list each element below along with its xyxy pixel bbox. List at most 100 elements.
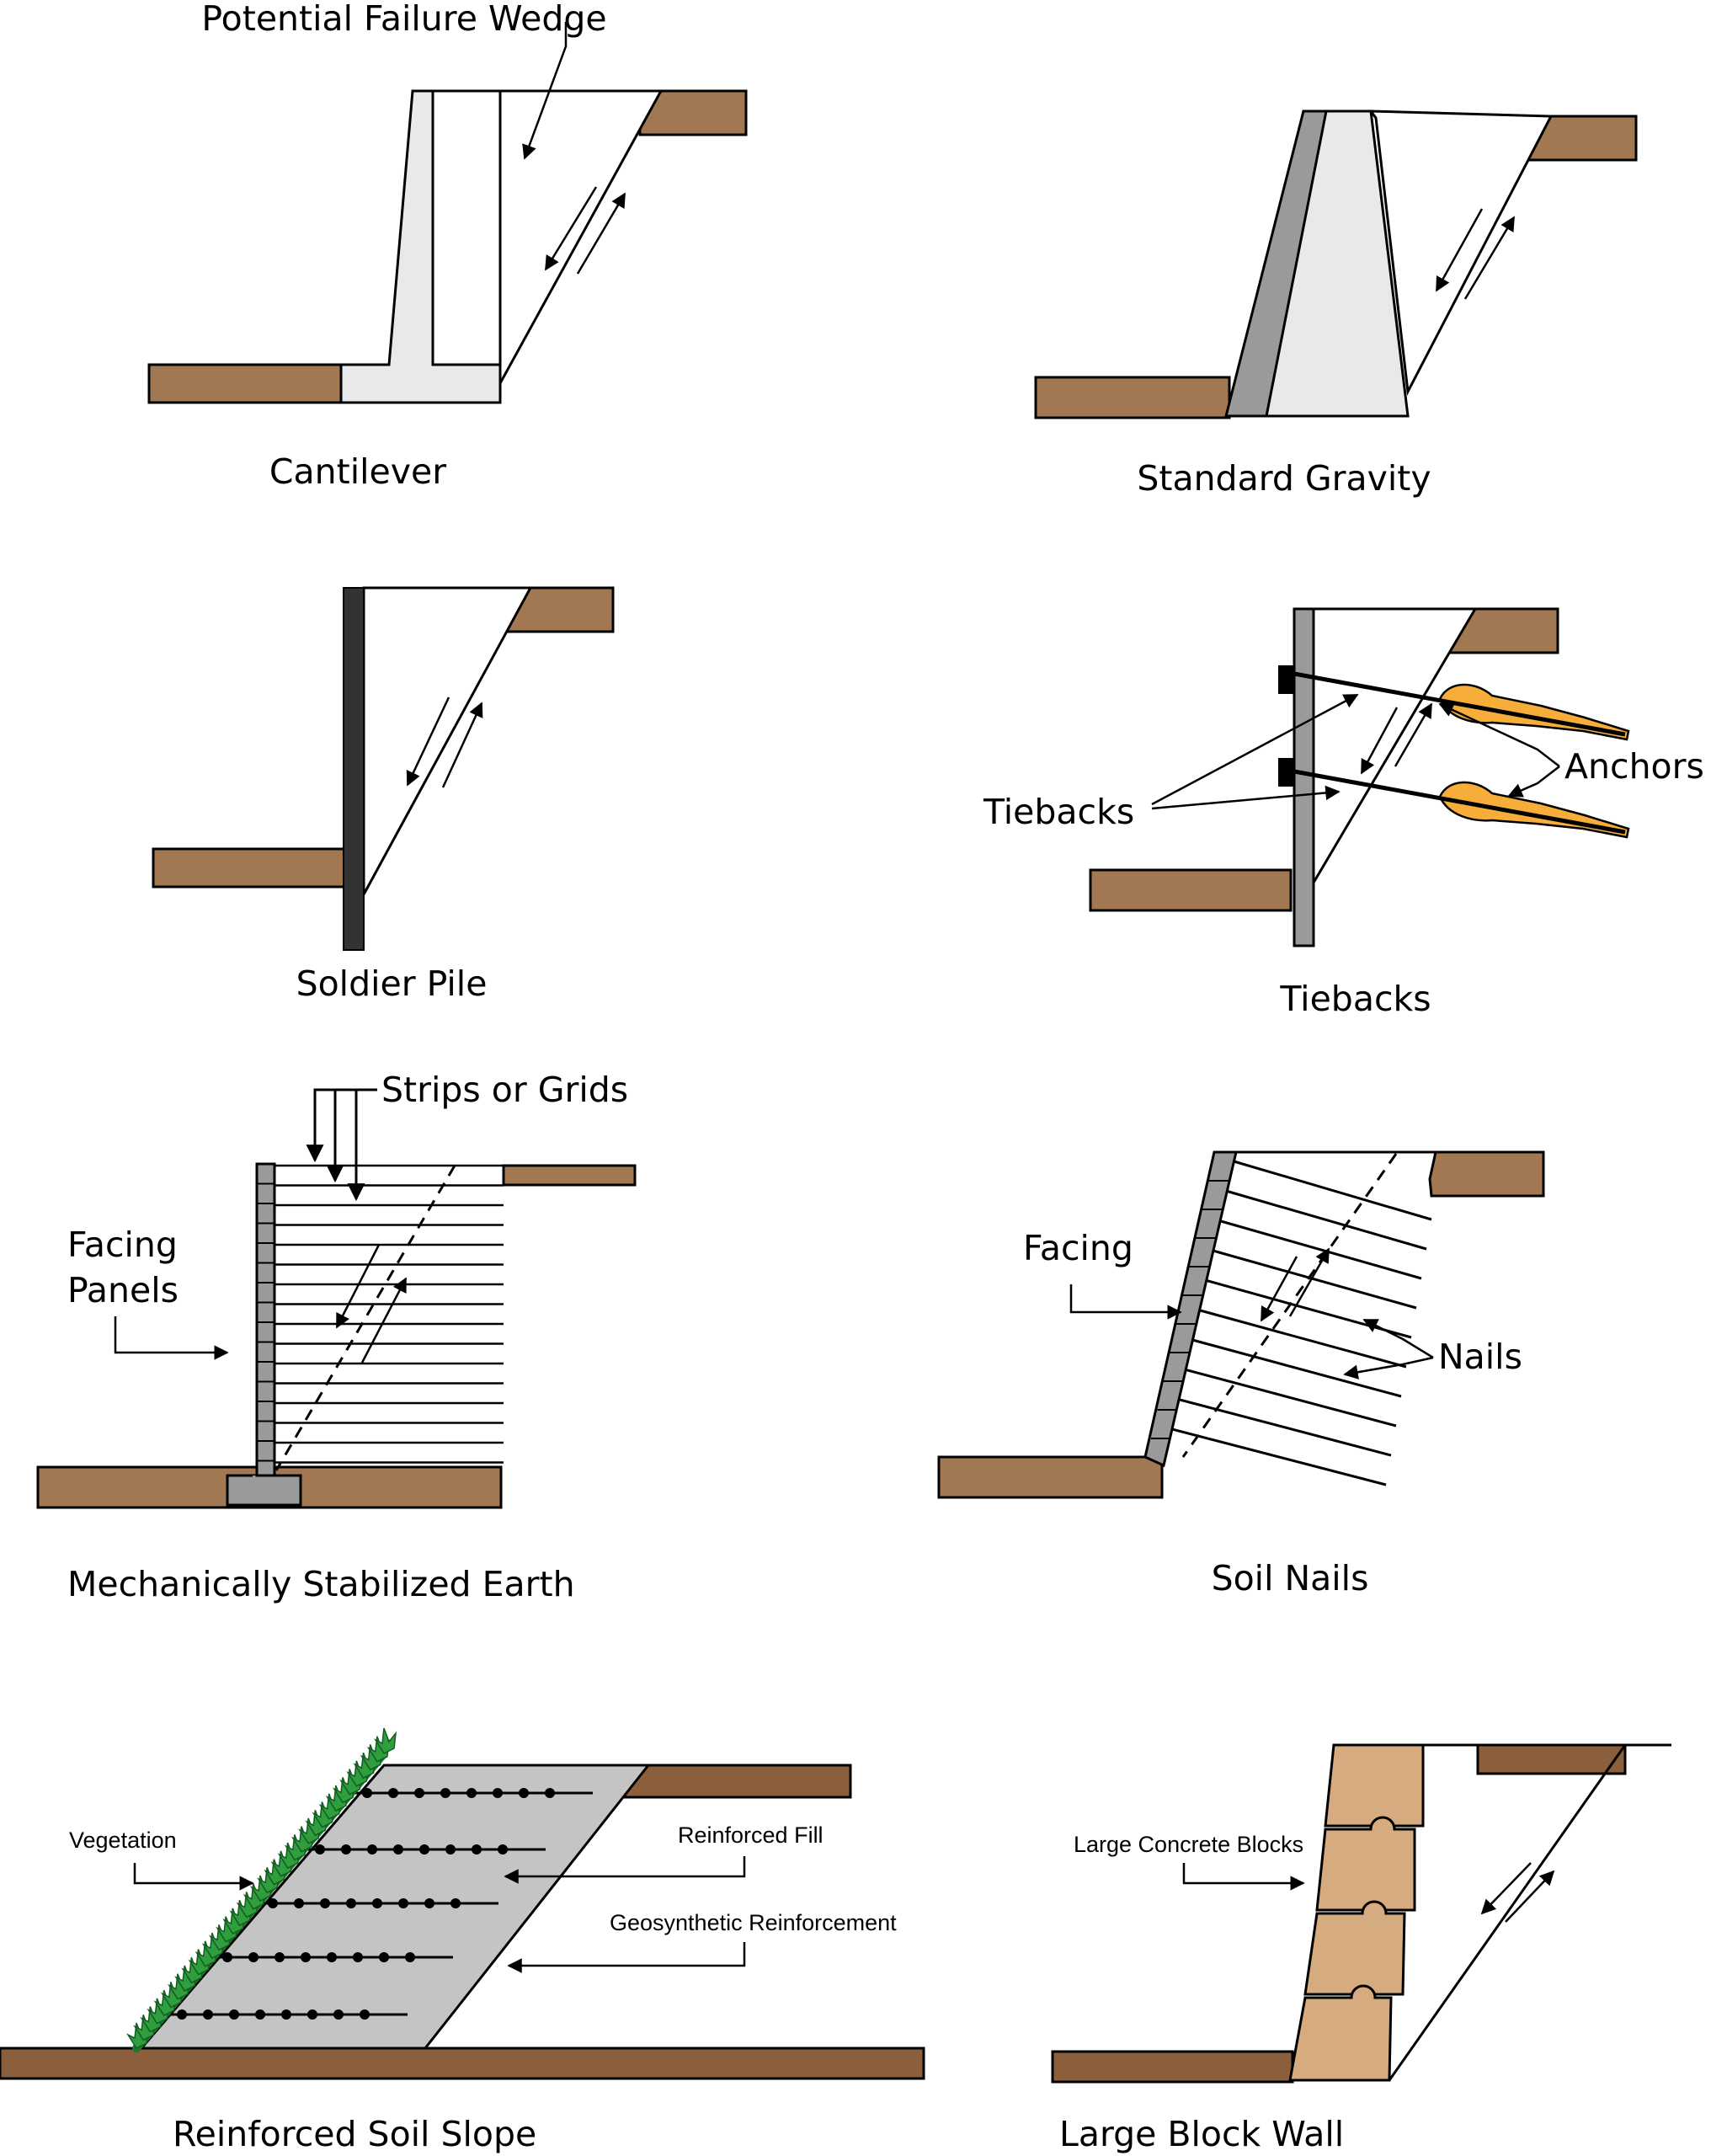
tieback-head-lower	[1278, 758, 1294, 787]
slide-arrow-up	[1288, 1247, 1330, 1317]
strips-leader-1	[306, 1088, 377, 1163]
slide-arrow-up	[1505, 1870, 1555, 1923]
grid-node	[177, 2009, 187, 2020]
grid-node	[424, 1898, 434, 1908]
tieback-upper	[1293, 671, 1626, 737]
slide-arrow-down	[1260, 1256, 1298, 1322]
cantilever-panel: Potential Failure Wedge Cantilever	[147, 0, 748, 492]
tieback-lower	[1293, 769, 1626, 835]
failure-wedge-callout: Potential Failure Wedge	[201, 0, 606, 39]
grid-node	[203, 2009, 213, 2020]
slide-arrow-down	[1360, 707, 1399, 775]
soil-nails-panel: Facing Nails Soil Nails	[937, 1150, 1545, 1598]
mse-facing-column	[255, 1162, 276, 1477]
mse-footing	[226, 1474, 302, 1507]
facing-panels-callout-line1: Facing	[67, 1225, 178, 1265]
slide-arrow-up	[1463, 216, 1516, 300]
nails-callout: Nails	[1438, 1337, 1522, 1377]
grid-node	[327, 1952, 337, 1962]
grid-node	[255, 2009, 265, 2020]
vegetation	[125, 1727, 397, 2052]
gravity-panel: Standard Gravity	[1034, 109, 1638, 499]
slide-arrow-up	[360, 1277, 408, 1364]
concrete-block-3	[1303, 1900, 1406, 1996]
soil-nail	[1223, 1188, 1427, 1251]
grid-node	[466, 1788, 477, 1798]
blocks-callout: Large Concrete Blocks	[1074, 1832, 1303, 1857]
grid-node	[393, 1844, 403, 1854]
grid-node	[362, 1788, 372, 1798]
grid-node	[360, 2009, 370, 2020]
grid-node	[388, 1788, 398, 1798]
failure-plane-line	[1181, 1153, 1398, 1458]
soil-nail	[1214, 1218, 1422, 1280]
tieback-head-upper	[1278, 665, 1294, 694]
cantilever-title: Cantilever	[269, 451, 446, 492]
large-block-wall-title: Large Block Wall	[1059, 2114, 1344, 2154]
vegetation-callout: Vegetation	[69, 1828, 177, 1853]
blocks-leader	[1182, 1863, 1305, 1891]
grid-node	[315, 1844, 325, 1854]
anchors-leader-upper	[1438, 702, 1560, 767]
grid-node	[414, 1788, 424, 1798]
slide-arrow-down	[1480, 1862, 1532, 1915]
grid-node	[519, 1788, 529, 1798]
facing-callout: Facing	[1023, 1228, 1133, 1268]
soil-nails-title: Soil Nails	[1212, 1558, 1369, 1598]
slide-arrow-down	[1435, 208, 1484, 292]
soil-nail	[1191, 1306, 1407, 1369]
grid-node	[445, 1844, 456, 1854]
mse-footing-neck	[253, 1476, 275, 1489]
facing-panels-callout-line2: Panels	[67, 1270, 179, 1310]
slide-arrow-up	[576, 192, 626, 275]
reinforced-soil-slope-title: Reinforced Soil Slope	[173, 2114, 536, 2154]
reinforced-soil-slope-panel: Vegetation Reinforced Fill Geosynthetic …	[0, 1727, 925, 2154]
slide-arrow-up	[441, 702, 483, 788]
tiebacks-title: Tiebacks	[1279, 979, 1431, 1019]
strips-callout: Strips or Grids	[381, 1070, 628, 1110]
geosynthetic-callout: Geosynthetic Reinforcement	[610, 1910, 897, 1935]
large-block-wall-panel: Large Concrete Blocks Large Block Wall	[1051, 1743, 1671, 2154]
nails-leader-lower	[1343, 1356, 1434, 1380]
reinforced-fill-leader	[504, 1856, 746, 1884]
failure-wedge	[1312, 607, 1478, 888]
soil-nails	[1159, 1159, 1432, 1486]
mse-strips	[275, 1164, 504, 1464]
grid-node	[498, 1844, 508, 1854]
grid-node	[379, 1952, 389, 1962]
soldier-pile-panel: Soldier Pile	[152, 586, 615, 1004]
grid-node	[405, 1952, 415, 1962]
grass-tuft	[373, 1727, 397, 1754]
soil-nail-facing-joints	[1151, 1180, 1230, 1439]
slide-arrow-down	[544, 186, 598, 271]
tiebacks-callout: Tiebacks	[983, 792, 1134, 832]
gravity-title: Standard Gravity	[1137, 458, 1431, 499]
grid-node	[275, 1952, 285, 1962]
geosynthetic-leader	[507, 1942, 746, 1973]
strips-leader-3	[347, 1088, 377, 1202]
facing-panels-leader	[114, 1316, 229, 1360]
grid-node	[398, 1898, 408, 1908]
slide-arrow-up	[1394, 702, 1433, 767]
grid-node	[440, 1788, 450, 1798]
failure-plane-line	[1388, 1744, 1627, 2081]
soldier-pile	[343, 587, 365, 951]
soil-nail	[1182, 1336, 1402, 1398]
grid-node	[419, 1844, 429, 1854]
soil-nail	[1166, 1395, 1392, 1457]
lower-ground	[152, 847, 347, 889]
mse-facing-panel-joints	[257, 1182, 275, 1462]
soil-nail-facing	[1143, 1150, 1238, 1468]
grid-node	[367, 1844, 377, 1854]
concrete-block-2	[1315, 1816, 1416, 1912]
anchors-callout: Anchors	[1564, 746, 1704, 787]
anchors-leader-lower	[1507, 766, 1560, 798]
grid-node	[450, 1898, 461, 1908]
facing-leader	[1069, 1284, 1182, 1320]
slide-arrow-down	[406, 696, 450, 787]
concrete-block-4	[1288, 1984, 1393, 2082]
lower-ground	[147, 363, 343, 404]
lower-ground	[1034, 376, 1231, 419]
vegetation-leader	[133, 1863, 254, 1891]
